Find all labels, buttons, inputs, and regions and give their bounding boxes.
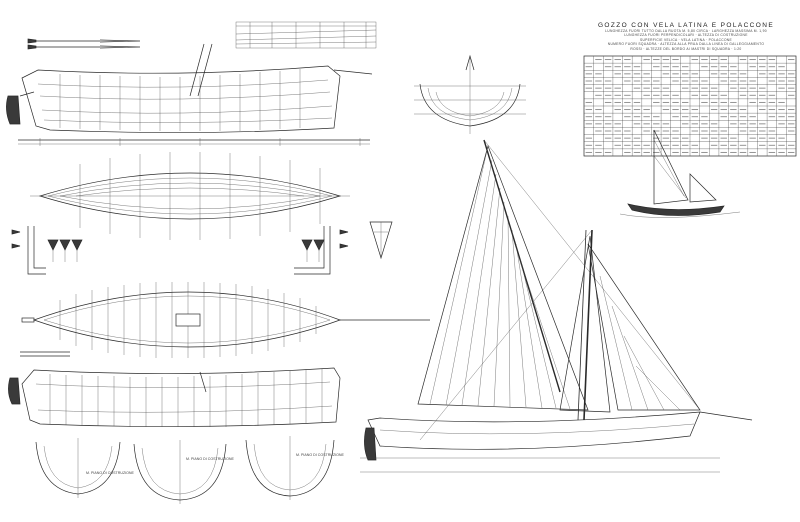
- inboard-profile: [8, 351, 341, 427]
- section-mid-label: M. PIANO DI COSTRUZIONE: [186, 457, 235, 461]
- spec-line-4: NUMERO FUORI SQUADRA · ALTEZZA ALLA PRUA…: [607, 42, 765, 47]
- bow-detail: [369, 221, 393, 260]
- section-stern-label: M. PIANO DI COSTRUZIONE: [296, 453, 345, 457]
- section-stern: M. PIANO DI COSTRUZIONE: [245, 436, 345, 500]
- half-breadth-plan: [30, 152, 350, 240]
- hull-profile: [6, 43, 373, 146]
- fittings-left: [11, 226, 83, 275]
- body-plan: [414, 54, 526, 134]
- deck-plan: [21, 282, 430, 358]
- drawing-title: GOZZO CON VELA LATINA E POLACCONE: [597, 22, 775, 29]
- offsets-table: [583, 55, 797, 157]
- spec-line-5: ROSSI · ALTEZZE DEL BORDO AI MASTRI DI S…: [630, 46, 742, 51]
- spec-line-2: LUNGHEZZA FUORI PERPENDICOLARI · ALTEZZA…: [624, 33, 748, 38]
- section-mid: M. PIANO DI COSTRUZIONE: [133, 440, 235, 504]
- title-block: GOZZO CON VELA LATINA E POLACCONE LUNGHE…: [582, 22, 790, 51]
- ruled-grid: [235, 21, 377, 49]
- section-bow: M. PIANO DI COSTRUZIONE: [35, 438, 135, 498]
- oars-drawing: [27, 38, 141, 50]
- section-bow-label: M. PIANO DI COSTRUZIONE: [86, 471, 135, 475]
- sail-plan: [360, 139, 753, 473]
- spec-line-3: SUPERFICIE VELICA · VELA LATINA · POLACC…: [640, 37, 732, 42]
- spec-line-1: LUNGHEZZA FUORI TUTTO DALLA RUOTA M. 5,8…: [605, 29, 767, 33]
- fittings-right: [294, 226, 349, 275]
- sailing-sketch: [619, 129, 741, 218]
